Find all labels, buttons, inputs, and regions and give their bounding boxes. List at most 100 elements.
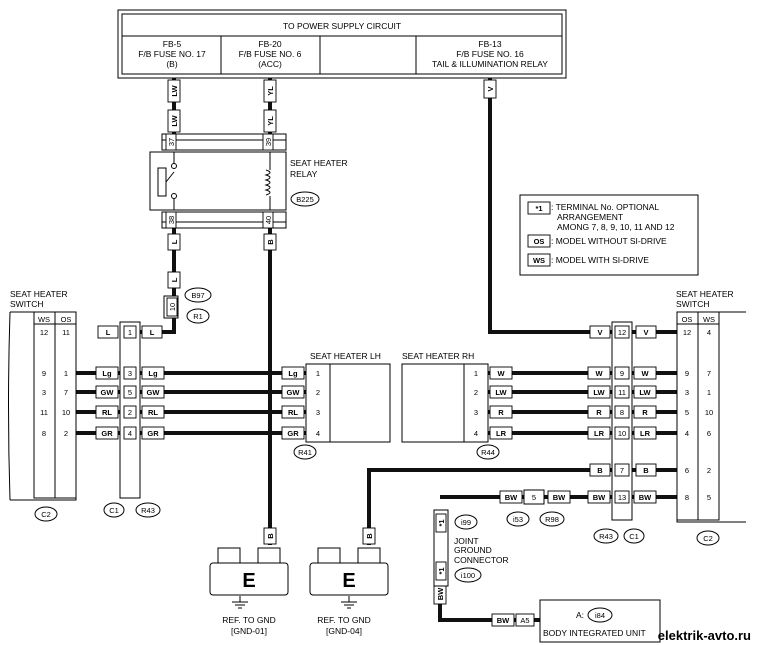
wire-label-gw-3: GW bbox=[281, 385, 305, 399]
svg-text:10: 10 bbox=[705, 408, 713, 417]
svg-text:YL: YL bbox=[266, 86, 275, 96]
wire-label-b-2: B bbox=[263, 527, 277, 545]
wire-label-rl-2: RL bbox=[141, 405, 165, 419]
svg-text:9: 9 bbox=[42, 369, 46, 378]
svg-text:4: 4 bbox=[128, 429, 132, 438]
svg-text:7: 7 bbox=[64, 388, 68, 397]
wire-label-v-h1: V bbox=[589, 325, 611, 339]
wire-label-r-2: R bbox=[587, 405, 611, 419]
svg-text:ARRANGEMENT: ARRANGEMENT bbox=[557, 212, 623, 222]
ground-2: E REF. TO GND [GND-04] bbox=[309, 547, 389, 636]
wire-label-lg-2: Lg bbox=[141, 366, 165, 380]
svg-text:B97: B97 bbox=[191, 291, 204, 300]
svg-text:9: 9 bbox=[620, 369, 624, 378]
svg-text:1: 1 bbox=[128, 328, 132, 337]
wire-label-gw-2: GW bbox=[141, 385, 165, 399]
svg-text:2: 2 bbox=[474, 388, 478, 397]
fuse2-line1: FB-20 bbox=[258, 39, 281, 49]
svg-text:RL: RL bbox=[288, 408, 298, 417]
svg-text:11: 11 bbox=[62, 328, 70, 337]
svg-text:3: 3 bbox=[128, 369, 132, 378]
svg-text:Lg: Lg bbox=[102, 369, 112, 378]
svg-text:1: 1 bbox=[474, 369, 478, 378]
svg-text:C1: C1 bbox=[629, 532, 639, 541]
svg-text:LW: LW bbox=[593, 388, 605, 397]
svg-text:GW: GW bbox=[287, 388, 301, 397]
svg-text:BW: BW bbox=[639, 493, 652, 502]
svg-text:8: 8 bbox=[42, 429, 46, 438]
ground-1: E REF. TO GND [GND-01] bbox=[209, 547, 289, 636]
wire-label-l-h2: L bbox=[141, 325, 163, 339]
svg-text:SEAT HEATER: SEAT HEATER bbox=[676, 289, 734, 299]
svg-text:12: 12 bbox=[618, 328, 626, 337]
svg-text:LR: LR bbox=[594, 429, 605, 438]
svg-text:OS: OS bbox=[61, 315, 72, 324]
svg-text:1: 1 bbox=[64, 369, 68, 378]
wire-label-lr-3: LR bbox=[633, 426, 657, 440]
watermark: elektrik-avto.ru bbox=[657, 628, 751, 643]
svg-text:B: B bbox=[597, 466, 603, 475]
svg-text:i99: i99 bbox=[461, 518, 471, 527]
svg-text:V: V bbox=[643, 328, 648, 337]
svg-text:OS: OS bbox=[682, 315, 693, 324]
svg-text:W: W bbox=[641, 369, 649, 378]
left-connector: 1 3 5 2 4 C1 R43 bbox=[103, 321, 161, 518]
svg-text:BW: BW bbox=[497, 616, 510, 625]
svg-text:L: L bbox=[150, 328, 155, 337]
svg-text:4: 4 bbox=[316, 429, 320, 438]
svg-text:11: 11 bbox=[40, 408, 48, 417]
svg-text:LW: LW bbox=[639, 388, 651, 397]
svg-text:Lg: Lg bbox=[288, 369, 298, 378]
wire-label-w-3: W bbox=[633, 366, 657, 380]
svg-text:5: 5 bbox=[532, 493, 536, 502]
wire-label-v-h2: V bbox=[635, 325, 657, 339]
svg-text:SEAT HEATER RH: SEAT HEATER RH bbox=[402, 351, 474, 361]
svg-text:SEAT HEATER: SEAT HEATER bbox=[10, 289, 68, 299]
svg-text:R98: R98 bbox=[545, 515, 559, 524]
seat-heater-rh: SEAT HEATER RH 1 2 3 4 R44 bbox=[401, 351, 500, 460]
svg-text:WS: WS bbox=[38, 315, 50, 324]
svg-text:GW: GW bbox=[147, 388, 161, 397]
wire-label-r-3: R bbox=[633, 405, 657, 419]
svg-text:2: 2 bbox=[316, 388, 320, 397]
seat-heater-relay: 37 39 38 40 SEAT HEATER RELAY B225 bbox=[149, 133, 348, 229]
svg-text:8: 8 bbox=[685, 493, 689, 502]
svg-text:6: 6 bbox=[685, 466, 689, 475]
svg-text:12: 12 bbox=[683, 328, 691, 337]
wire-label-lr-1: LR bbox=[489, 426, 513, 440]
wire-label-rl-1: RL bbox=[95, 405, 119, 419]
svg-text:REF. TO GND: REF. TO GND bbox=[317, 615, 371, 625]
svg-text:RL: RL bbox=[102, 408, 112, 417]
svg-text:3: 3 bbox=[685, 388, 689, 397]
svg-text:REF. TO GND: REF. TO GND bbox=[222, 615, 276, 625]
svg-text:L: L bbox=[170, 239, 179, 244]
svg-text:3: 3 bbox=[316, 408, 320, 417]
svg-text:R41: R41 bbox=[298, 448, 312, 457]
svg-text:: MODEL WITH SI-DRIVE: : MODEL WITH SI-DRIVE bbox=[551, 255, 649, 265]
wire-label-lw-2: LW bbox=[587, 385, 611, 399]
svg-text:10: 10 bbox=[618, 429, 626, 438]
svg-text:2: 2 bbox=[64, 429, 68, 438]
svg-text:39: 39 bbox=[264, 138, 273, 146]
svg-text:WS: WS bbox=[533, 256, 545, 265]
svg-text:W: W bbox=[595, 369, 603, 378]
wire-label-b-h2: B bbox=[635, 463, 657, 477]
legend: *1 : TERMINAL No. OPTIONAL ARRANGEMENT A… bbox=[519, 194, 699, 276]
svg-text:AMONG 7, 8, 9, 10, 11 AND 12: AMONG 7, 8, 9, 10, 11 AND 12 bbox=[557, 222, 675, 232]
svg-text:C1: C1 bbox=[109, 506, 119, 515]
svg-text:i53: i53 bbox=[513, 515, 523, 524]
wire-label-lw-1: LW bbox=[489, 385, 513, 399]
svg-text:3: 3 bbox=[474, 408, 478, 417]
svg-text:RL: RL bbox=[148, 408, 158, 417]
svg-text:YL: YL bbox=[266, 116, 275, 126]
svg-text:BODY INTEGRATED UNIT: BODY INTEGRATED UNIT bbox=[543, 628, 646, 638]
svg-text:LR: LR bbox=[640, 429, 651, 438]
wire-label-gr-2: GR bbox=[141, 426, 165, 440]
svg-text:W: W bbox=[497, 369, 505, 378]
svg-text:[GND-04]: [GND-04] bbox=[326, 626, 362, 636]
joint-ground-connector: 5 i53 R98 *1 *1 i99 JOINT GROUND CONNECT… bbox=[433, 489, 565, 587]
svg-text:37: 37 bbox=[167, 138, 176, 146]
svg-text:2: 2 bbox=[707, 466, 711, 475]
svg-text:V: V bbox=[486, 86, 495, 91]
svg-text:7: 7 bbox=[707, 369, 711, 378]
